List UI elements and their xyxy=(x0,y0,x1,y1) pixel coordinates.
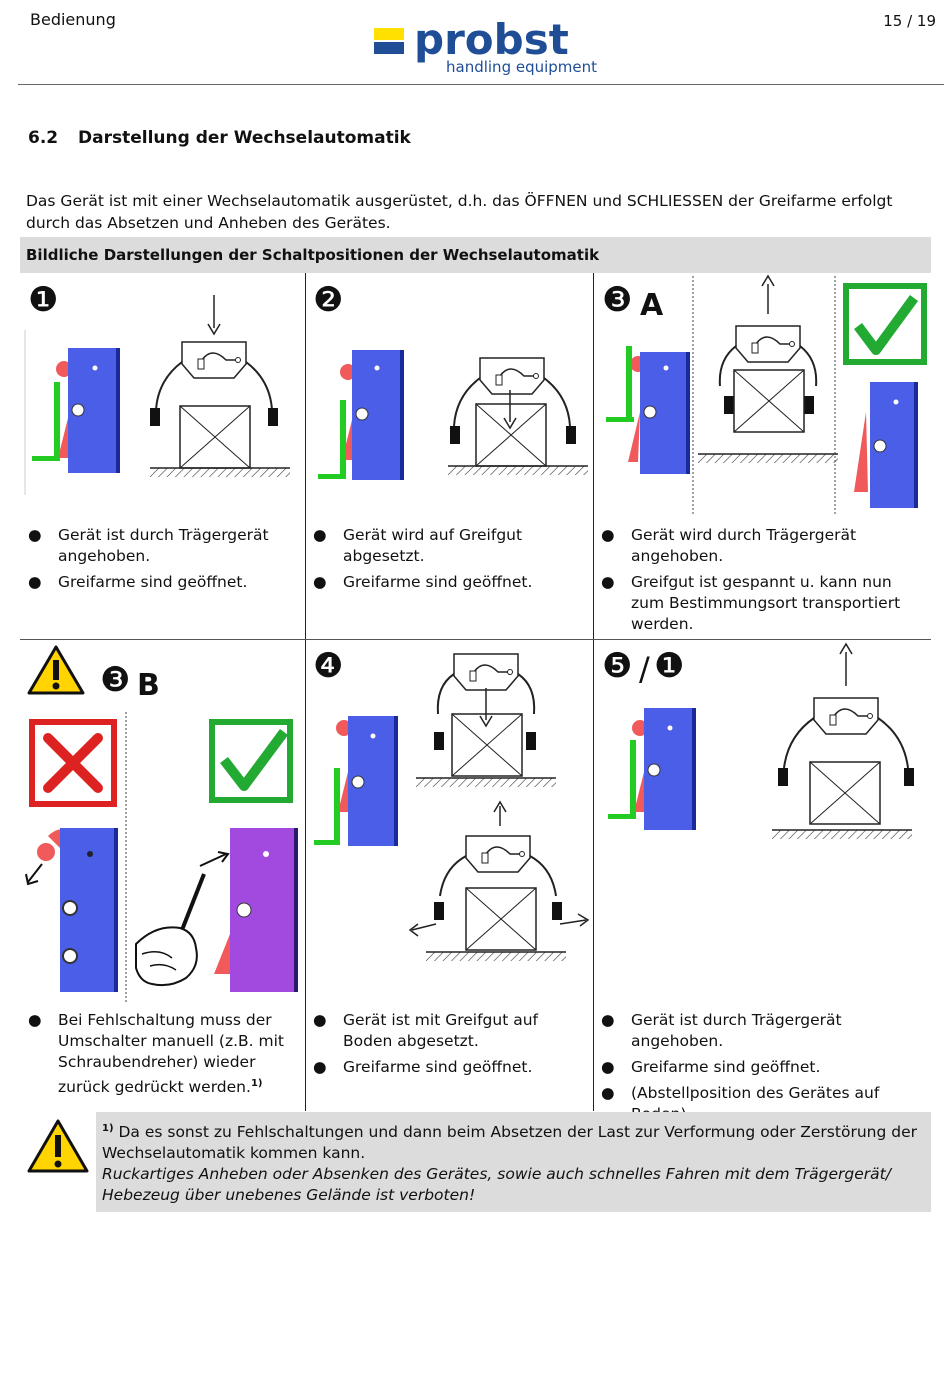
step-marker-3b: ❸ xyxy=(100,660,131,700)
logo-word: probst xyxy=(414,15,569,64)
step-separator: / xyxy=(639,650,650,688)
step-marker-1-repeat: ❶ xyxy=(654,646,685,686)
list-item: ●Bei Fehlschaltung muss der Umschalter m… xyxy=(28,1011,284,1097)
cell-1-bullets: ●Gerät ist durch Trägergerät angehoben. … xyxy=(28,525,296,598)
bullet-icon: ● xyxy=(313,526,327,544)
list-item: ●Gerät ist durch Trägergerät angehoben. xyxy=(601,1011,842,1050)
list-item: ●Greifarme sind geöffnet. xyxy=(28,573,248,591)
section-number: 6.2 xyxy=(28,128,59,148)
cell-4-bullets: ●Gerät ist mit Greifgut auf Boden abgese… xyxy=(313,1010,588,1083)
bullet-icon: ● xyxy=(28,573,42,591)
note-italic: Ruckartiges Anheben oder Absenken des Ge… xyxy=(102,1165,891,1205)
cell-3a-bullets: ●Gerät wird durch Trägergerät angehoben.… xyxy=(601,525,926,640)
list-item: ●Greifarme sind geöffnet. xyxy=(601,1058,821,1076)
footnote-mark: 1) xyxy=(250,1078,263,1089)
illustration-step-3b xyxy=(25,712,298,1002)
illustration-step-4 xyxy=(314,653,590,962)
step-marker-3b-suffix: B xyxy=(137,668,160,703)
note-body: Da es sonst zu Fehlschaltungen und dann … xyxy=(102,1123,917,1163)
illustration-step-2 xyxy=(318,350,589,480)
illustration-step-1 xyxy=(24,295,291,495)
cell-2-bullets: ●Gerät wird auf Greifgut abgesetzt. ●Gre… xyxy=(313,525,588,598)
grid-divider xyxy=(305,273,306,1111)
bullet-icon: ● xyxy=(28,526,42,544)
illustration-step-3a xyxy=(606,274,927,516)
step-marker-1: ❶ xyxy=(28,280,59,320)
warning-note: 1) Da es sonst zu Fehlschaltungen und da… xyxy=(96,1112,931,1212)
illustration-step-5 xyxy=(608,642,914,840)
list-item: ●Gerät wird auf Greifgut abgesetzt. xyxy=(313,526,523,565)
warning-icon xyxy=(27,1119,89,1173)
bullet-icon: ● xyxy=(601,1011,615,1029)
list-item: ●Greifgut ist gespannt u. kann nun zum B… xyxy=(601,573,901,633)
logo-tagline: handling equipment xyxy=(446,58,597,76)
bullet-icon: ● xyxy=(601,1058,615,1076)
probst-logo: probst handling equipment xyxy=(374,15,597,76)
step-marker-3: ❸ xyxy=(602,280,633,320)
intro-paragraph: Das Gerät ist mit einer Wechselautomatik… xyxy=(26,192,893,232)
grid-divider xyxy=(20,639,931,640)
table-header: Bildliche Darstellungen der Schaltpositi… xyxy=(20,237,931,273)
list-item: ●Greifarme sind geöffnet. xyxy=(313,573,533,591)
cell-3b-bullets: ●Bei Fehlschaltung muss der Umschalter m… xyxy=(28,1010,300,1103)
bullet-icon: ● xyxy=(313,573,327,591)
table-header-label: Bildliche Darstellungen der Schaltpositi… xyxy=(26,246,600,264)
header-divider xyxy=(18,84,944,85)
list-item: ●Gerät ist durch Trägergerät angehoben. xyxy=(28,526,269,565)
section-title: Darstellung der Wechselautomatik xyxy=(78,128,411,148)
step-marker-3-suffix: A xyxy=(640,288,664,323)
list-item: ●Greifarme sind geöffnet. xyxy=(313,1058,533,1076)
note-mark: 1) xyxy=(102,1123,114,1134)
cell-5-bullets: ●Gerät ist durch Trägergerät angehoben. … xyxy=(601,1010,926,1130)
step-marker-5: ❺ xyxy=(602,646,633,686)
section-label: Bedienung xyxy=(30,10,116,29)
page-number: 15 / 19 xyxy=(883,12,936,30)
bullet-icon: ● xyxy=(313,1058,327,1076)
grid-divider xyxy=(593,273,594,1111)
list-item: ●Gerät wird durch Trägergerät angehoben. xyxy=(601,526,857,565)
bullet-icon: ● xyxy=(601,573,615,591)
bullet-icon: ● xyxy=(28,1011,42,1029)
bullet-icon: ● xyxy=(313,1011,327,1029)
note-text: 1) Da es sonst zu Fehlschaltungen und da… xyxy=(102,1118,927,1206)
bullet-icon: ● xyxy=(601,526,615,544)
step-marker-2: ❷ xyxy=(313,280,344,320)
warning-icon xyxy=(27,645,85,695)
step-marker-4: ❹ xyxy=(313,646,344,686)
bullet-icon: ● xyxy=(601,1084,615,1102)
list-item: ●Gerät ist mit Greifgut auf Boden abgese… xyxy=(313,1011,539,1050)
